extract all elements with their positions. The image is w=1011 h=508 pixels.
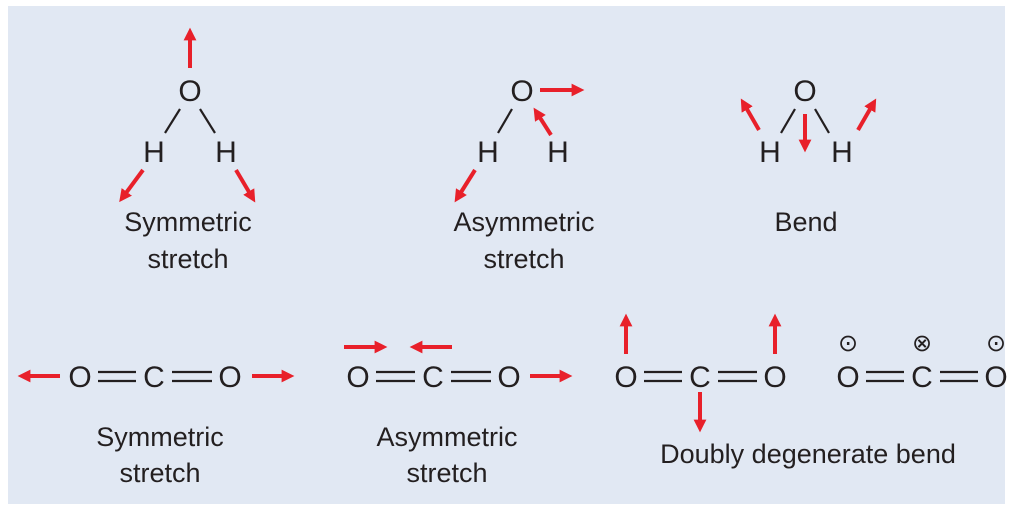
bond-oh-left: [497, 108, 513, 134]
caption-line1: Bend: [774, 207, 837, 237]
atom-carbon: C: [689, 361, 711, 394]
out-of-plane-dot-icon: ⊙: [986, 329, 1006, 357]
displacement-arrow-icon: [740, 98, 761, 131]
atom-oxygen-left: O: [346, 361, 369, 394]
atom-oxygen-right: O: [763, 361, 786, 394]
caption-line2: stretch: [406, 458, 487, 488]
co2-bend-out-of-plane: O C O ⊙ ⊗ ⊙: [836, 329, 1007, 394]
atom-oxygen-left: O: [614, 361, 637, 394]
atom-carbon: C: [143, 361, 165, 394]
caption-line2: stretch: [147, 244, 228, 274]
displacement-arrow-icon: [119, 168, 145, 203]
bond-oh-right: [814, 108, 830, 134]
caption-line2: stretch: [483, 244, 564, 274]
displacement-arrow-icon: [533, 107, 553, 137]
displacement-arrow-icon: [234, 168, 256, 203]
atom-oxygen: O: [793, 75, 816, 108]
atom-hydrogen-left: H: [477, 136, 499, 169]
co2-bend-caption: Doubly degenerate bend: [660, 439, 956, 469]
atom-oxygen-left: O: [836, 361, 859, 394]
water-asymmetric-stretch: O H H Asymmetric stretch: [454, 75, 595, 274]
atom-hydrogen-right: H: [215, 136, 237, 169]
displacement-arrow-icon: [856, 98, 877, 131]
water-symmetric-stretch: O H H Symmetric stretch: [119, 27, 256, 274]
atom-oxygen-right: O: [497, 361, 520, 394]
co2-asymmetric-stretch: O C O Asymmetric stretch: [344, 340, 573, 488]
atom-carbon: C: [911, 361, 933, 394]
diagram-panel: [8, 6, 1005, 504]
caption-line1: Symmetric: [124, 207, 252, 237]
atom-oxygen-right: O: [218, 361, 241, 394]
caption-line1: Symmetric: [96, 422, 224, 452]
atom-oxygen: O: [510, 75, 533, 108]
bond-oh-left: [780, 108, 796, 134]
atom-carbon: C: [422, 361, 444, 394]
atom-hydrogen-left: H: [759, 136, 781, 169]
bond-oh-left: [164, 108, 181, 134]
water-bend: O H H Bend: [740, 75, 877, 237]
caption-line2: stretch: [119, 458, 200, 488]
out-of-plane-dot-icon: ⊙: [838, 329, 858, 357]
atom-oxygen-left: O: [68, 361, 91, 394]
atom-hydrogen-right: H: [831, 136, 853, 169]
co2-symmetric-stretch: O C O Symmetric stretch: [17, 361, 295, 488]
atom-oxygen: O: [178, 75, 201, 108]
atom-hydrogen-left: H: [143, 136, 165, 169]
atom-hydrogen-right: H: [547, 136, 569, 169]
caption-line1: Asymmetric: [454, 207, 595, 237]
bond-oh-right: [199, 108, 216, 134]
co2-bend-in-plane: O C O: [614, 313, 787, 433]
displacement-arrow-icon: [454, 168, 477, 203]
atom-oxygen-right: O: [984, 361, 1007, 394]
caption-line1: Asymmetric: [377, 422, 518, 452]
into-plane-cross-icon: ⊗: [912, 329, 932, 357]
